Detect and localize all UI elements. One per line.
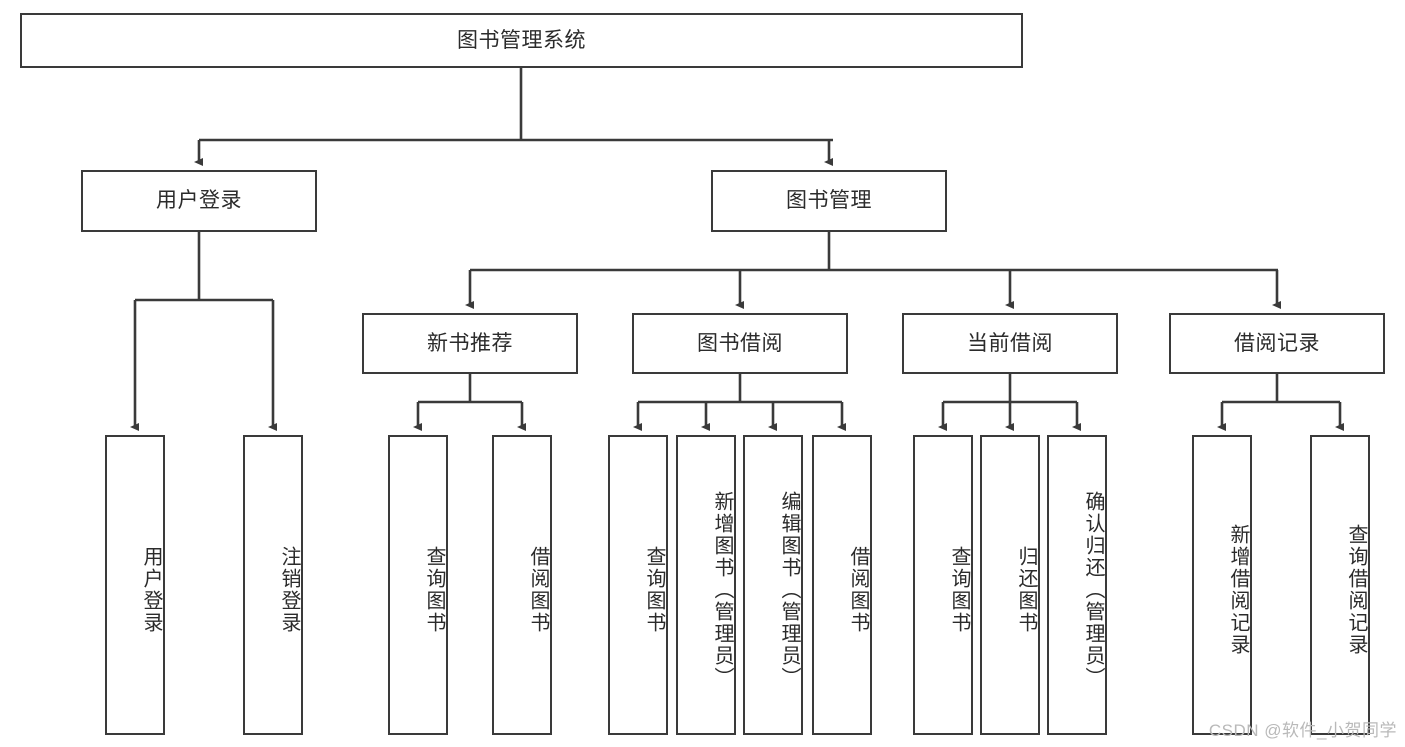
node-current-borrow[interactable]: 当前借阅: [902, 313, 1118, 374]
node-label: 新增借阅记录: [1227, 524, 1249, 656]
node-root-system[interactable]: 图书管理系统: [20, 13, 1023, 68]
node-label: 图书借阅: [697, 331, 783, 355]
node-new-book-recommend[interactable]: 新书推荐: [362, 313, 578, 374]
watermark-text: CSDN @软件_小贺同学: [1208, 721, 1397, 740]
leaf-query-book-3[interactable]: 查询图书: [913, 435, 973, 735]
node-label: 当前借阅: [967, 331, 1053, 355]
node-label: 新增图书（管理员）: [711, 491, 733, 689]
leaf-query-book-2[interactable]: 查询图书: [608, 435, 668, 735]
leaf-add-book[interactable]: 新增图书（管理员）: [676, 435, 736, 735]
leaf-borrow-book-1[interactable]: 借阅图书: [492, 435, 552, 735]
node-label: 借阅图书: [527, 546, 549, 634]
node-label: 图书管理: [786, 189, 872, 213]
leaf-logout-login[interactable]: 注销登录: [243, 435, 303, 735]
node-label: 查询图书: [643, 546, 665, 634]
node-label: 编辑图书（管理员）: [778, 491, 800, 689]
node-book-borrow[interactable]: 图书借阅: [632, 313, 848, 374]
node-label: 查询图书: [948, 546, 970, 634]
node-label: 归还图书: [1015, 546, 1037, 634]
leaf-query-record[interactable]: 查询借阅记录: [1310, 435, 1370, 735]
node-label: 查询借阅记录: [1345, 524, 1367, 656]
leaf-confirm-return[interactable]: 确认归还（管理员）: [1047, 435, 1107, 735]
node-user-login[interactable]: 用户登录: [81, 170, 317, 232]
leaf-return-book[interactable]: 归还图书: [980, 435, 1040, 735]
node-label: 确认归还（管理员）: [1082, 491, 1104, 689]
node-label: 借阅图书: [847, 546, 869, 634]
node-label: 用户登录: [140, 546, 162, 634]
leaf-edit-book[interactable]: 编辑图书（管理员）: [743, 435, 803, 735]
node-label: 用户登录: [156, 189, 242, 213]
leaf-query-book-1[interactable]: 查询图书: [388, 435, 448, 735]
node-label: 图书管理系统: [457, 28, 586, 52]
node-label: 查询图书: [423, 546, 445, 634]
node-book-management[interactable]: 图书管理: [711, 170, 947, 232]
leaf-borrow-book-2[interactable]: 借阅图书: [812, 435, 872, 735]
node-label: 借阅记录: [1234, 331, 1320, 355]
leaf-add-record[interactable]: 新增借阅记录: [1192, 435, 1252, 735]
node-borrow-record[interactable]: 借阅记录: [1169, 313, 1385, 374]
node-label: 注销登录: [278, 546, 300, 634]
node-label: 新书推荐: [427, 331, 513, 355]
leaf-user-login[interactable]: 用户登录: [105, 435, 165, 735]
